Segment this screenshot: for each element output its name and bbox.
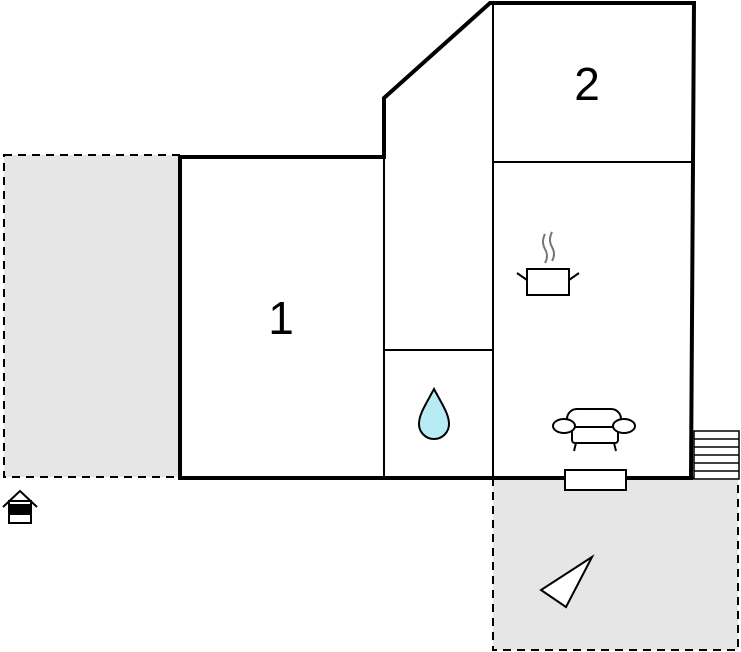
outdoor-area-left <box>3 154 181 478</box>
terrace-area <box>492 477 739 651</box>
water-drop-icon <box>417 386 451 440</box>
room-label-1: 1 <box>268 292 294 344</box>
interior-walls <box>383 3 692 478</box>
armchair-icon <box>552 408 636 452</box>
compass-north-icon <box>539 554 595 609</box>
room-label-2: 2 <box>574 58 600 110</box>
stairs-icon <box>693 430 740 480</box>
terrace-door <box>564 469 627 491</box>
outer-wall <box>178 1 697 480</box>
house-entrance-icon <box>2 489 38 524</box>
cooking-pot-icon <box>516 231 580 296</box>
